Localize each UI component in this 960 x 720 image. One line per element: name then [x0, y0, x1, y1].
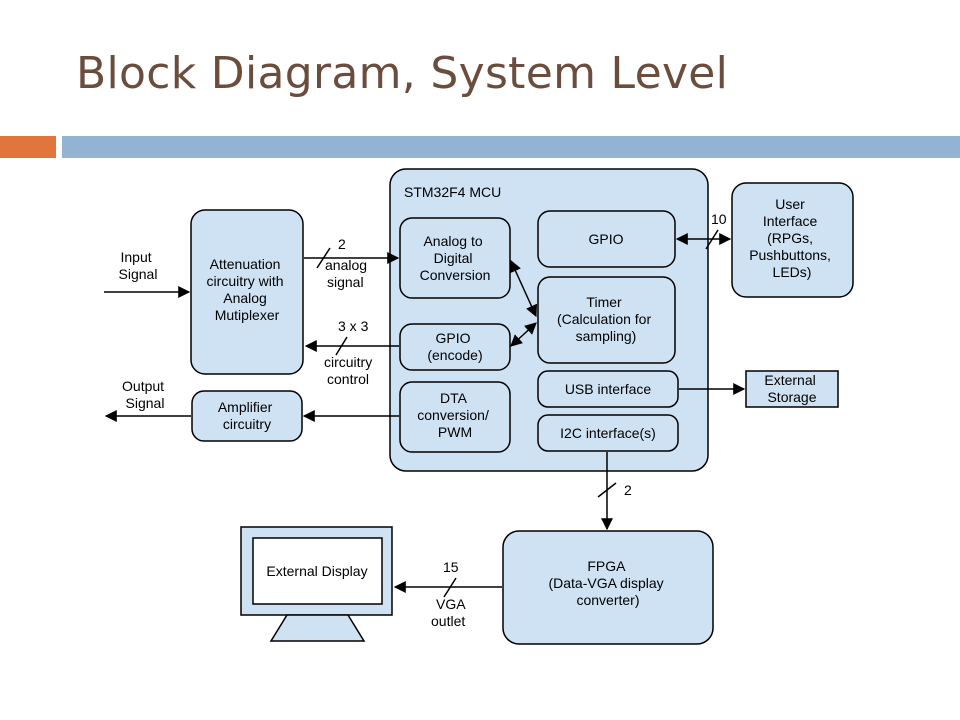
- user-interface-block: [731, 182, 854, 298]
- svg-text:analog signal: analog signal: [325, 257, 371, 290]
- dta-block: [399, 381, 511, 453]
- vga-bus-count: 15: [443, 559, 459, 575]
- svg-text:FPGA (Data-VGA display: FPGA (Data-VGA display converter): [548, 558, 667, 608]
- i2c-block: [537, 414, 679, 452]
- attenuation-block: [190, 209, 304, 375]
- analog-bus-count: 2: [338, 236, 346, 252]
- input-signal-label-1: Input: [120, 249, 151, 265]
- title-accent-bar-orange: [0, 136, 56, 158]
- user-interface-label-4: Pushbuttons,: [749, 247, 831, 263]
- user-interface-label-2: Interface: [763, 213, 818, 229]
- control-bus-label-2: control: [327, 371, 369, 387]
- analog-bus-label-1: analog: [325, 257, 367, 273]
- attenuation-label-4: Mutiplexer: [215, 307, 280, 323]
- svg-text:Amplifier circuitry: Amplifier circuitry: [218, 399, 276, 432]
- amplifier-label-2: circuitry: [223, 416, 271, 432]
- attenuation-label-2: circuitry with: [207, 273, 284, 289]
- usb-label: USB interface: [565, 381, 652, 397]
- timer-label-1: Timer: [586, 294, 622, 310]
- monitor-icon: [240, 526, 393, 642]
- adc-timer-arrow: [510, 259, 537, 318]
- dta-label-1: DTA: [440, 390, 468, 406]
- external-display-label: External Display: [266, 563, 367, 579]
- title-accent-bar-blue: [62, 136, 960, 158]
- attenuation-label-3: Analog: [223, 290, 267, 306]
- ui-bus-count: 10: [711, 211, 727, 227]
- external-storage-label-1: External: [764, 372, 815, 388]
- svg-text:Output Signal: Output Signal: [122, 378, 168, 411]
- mcu-title: STM32F4 MCU: [404, 184, 501, 200]
- gpio-encode-timer-arrow: [510, 322, 537, 347]
- svg-text:User Interface (RPGs,: User Interface (RPGs, Pushbuttons, LEDs): [749, 196, 835, 280]
- input-signal-label-2: Signal: [119, 266, 158, 282]
- usb-block: [537, 370, 679, 408]
- control-bus-label-1: circuitry: [324, 354, 372, 370]
- gpio-encode-label-1: GPIO: [436, 330, 471, 346]
- svg-text:Analog to Digital Conv: Analog to Digital Conversion: [420, 233, 491, 283]
- timer-block: [537, 276, 676, 364]
- gpio-label: GPIO: [588, 231, 623, 247]
- user-interface-label-5: LEDs): [773, 264, 812, 280]
- svg-text:circuitry control: circuitry control: [324, 354, 376, 387]
- timer-label-3: sampling): [576, 328, 637, 344]
- adc-block: [399, 217, 511, 299]
- svg-text:Input Signal: Input Signal: [119, 249, 158, 282]
- ui-bus-slash: [705, 229, 719, 250]
- analog-bus-label-2: signal: [327, 274, 364, 290]
- external-storage-label-2: Storage: [767, 389, 816, 405]
- amplifier-block: [191, 390, 303, 442]
- fpga-label-3: converter): [576, 592, 639, 608]
- gpio-encode-block: [399, 323, 511, 371]
- dta-label-3: PWM: [438, 424, 472, 440]
- fpga-label-2: (Data-VGA display: [548, 575, 663, 591]
- i2c-bus-slash: [597, 482, 617, 498]
- adc-label-3: Conversion: [420, 267, 491, 283]
- svg-text:Attenuation circuitry with: Attenuation circuitry with Analog Mutipl…: [207, 256, 288, 323]
- user-interface-label-1: User: [775, 196, 805, 212]
- external-storage-block: [745, 370, 839, 408]
- timer-label-2: (Calculation for: [557, 311, 651, 327]
- adc-label-2: Digital: [434, 250, 473, 266]
- gpio-encode-label-2: (encode): [427, 347, 482, 363]
- i2c-label: I2C interface(s): [560, 425, 656, 441]
- fpga-label-1: FPGA: [587, 558, 626, 574]
- svg-text:GPIO (encode): GPIO (encode): [427, 330, 482, 363]
- gpio-block: [537, 210, 676, 268]
- control-bus-slash: [335, 336, 348, 356]
- user-interface-label-3: (RPGs,: [767, 230, 813, 246]
- output-signal-label-2: Signal: [126, 395, 165, 411]
- output-signal-label-1: Output: [122, 378, 164, 394]
- analog-bus-slash: [316, 247, 331, 269]
- vga-bus-slash: [443, 577, 457, 598]
- amplifier-label-1: Amplifier: [218, 399, 273, 415]
- fpga-block: [502, 530, 714, 645]
- page-title: Block Diagram, System Level: [76, 48, 729, 99]
- i2c-bus-count: 2: [624, 482, 632, 498]
- control-bus-count: 3 x 3: [338, 318, 369, 334]
- dta-label-2: conversion/: [417, 407, 489, 423]
- svg-text:DTA conversion/ PWM: DTA conversion/ PWM: [417, 390, 492, 440]
- vga-bus-label-1: VGA: [436, 596, 466, 612]
- svg-text:External Storage: External Storage: [764, 372, 819, 405]
- svg-text:VGA outlet: VGA outlet: [431, 596, 469, 629]
- attenuation-label-1: Attenuation: [210, 256, 281, 272]
- vga-bus-label-2: outlet: [431, 613, 465, 629]
- adc-label-1: Analog to: [423, 233, 482, 249]
- svg-text:Timer (Calculation for: Timer (Calculation for sampling): [557, 294, 655, 344]
